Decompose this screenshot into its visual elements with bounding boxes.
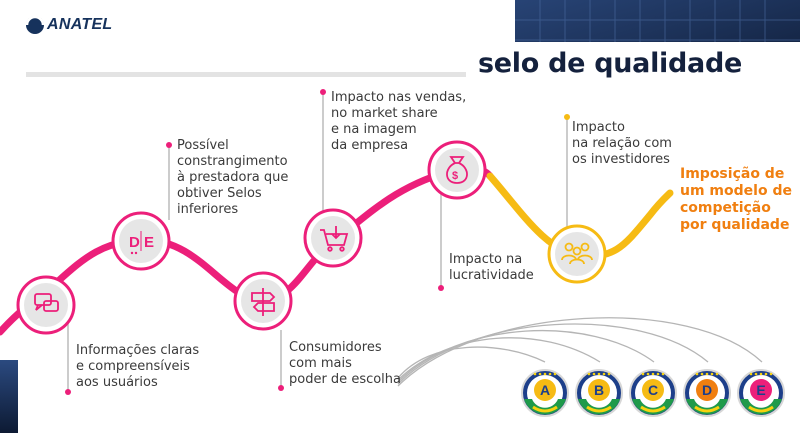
quality-seals: A B C D E [521,369,785,417]
chat-bubbles-icon [34,293,59,312]
shopping-cart-icon [320,226,349,252]
brand-name: ANATEL [47,16,113,33]
milestone-label-6: Impacto na relação com os investidores [572,120,672,167]
seal-letter: B [594,382,604,398]
leader-dot-4 [320,89,326,95]
leader-dot-6 [564,114,570,120]
anatel-logo-icon [25,15,45,34]
svg-text:E: E [144,234,154,251]
milestone-node-2: D E [111,211,171,271]
leader-dot-5 [438,285,444,291]
page-title: selo de qualidade [478,48,742,79]
title-band [462,42,800,82]
milestone-node-1 [16,275,76,335]
seal-e: E [737,369,785,417]
building-photo-bottom-left [0,360,18,433]
milestone-node-3 [233,271,293,331]
seal-letter: C [648,382,658,398]
leader-dot-2 [166,142,172,148]
svg-text:$: $ [452,170,458,182]
seal-letter: A [540,382,550,398]
milestone-label-1: Informações claras e compreensíveis aos … [76,343,200,390]
seal-d: D [683,369,731,417]
people-group-icon [561,242,593,265]
leader-dot-1 [65,389,71,395]
d-e-letters-icon: D E [129,231,154,255]
milestone-node-4 [303,208,363,268]
building-photo-top-right [515,0,800,82]
money-bag-icon: $ [446,156,468,184]
milestone-node-6 [547,224,607,284]
milestone-label-2: Possível constrangimento à prestadora qu… [177,138,289,217]
signpost-icon [251,288,276,316]
milestone-label-4: Impacto nas vendas, no market share e na… [331,90,467,153]
svg-text:D: D [129,234,140,251]
seal-c: C [629,369,677,417]
seal-a: A [521,369,569,417]
seal-b: B [575,369,623,417]
seal-letter: D [702,382,712,398]
milestone-node-5: $ [427,140,487,200]
conclusion-label: Imposição de um modelo de competição por… [680,166,792,233]
seal-letter: E [756,382,765,398]
leader-dot-3 [278,385,284,391]
milestone-label-3: Consumidores com mais poder de escolha [289,340,402,387]
title-rule [26,72,466,77]
milestone-label-5: Impacto na lucratividade [449,252,534,283]
seal-connector-arcs [397,317,763,387]
